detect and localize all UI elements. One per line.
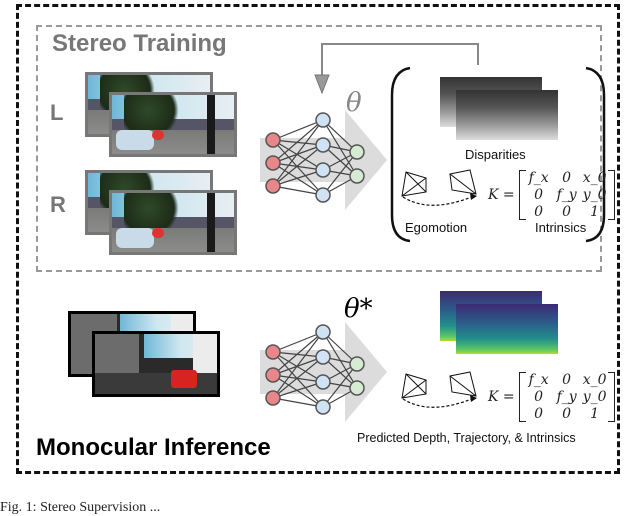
right-camera-label: R [50, 192, 66, 217]
egomotion-label: Egomotion [405, 220, 468, 235]
theta-star-label: θ* [344, 294, 373, 324]
right-image-front [109, 190, 237, 255]
training-network-icon [260, 110, 387, 210]
feedback-arrow-icon [314, 43, 479, 95]
matrix-cell: y_0 [582, 187, 607, 203]
figure-caption: Fig. 1: Stereo Supervision ... [0, 500, 161, 515]
trajectory-cameras-icon [401, 371, 477, 408]
depth-map-front [456, 304, 558, 354]
matrix-cell: 1 [590, 406, 600, 422]
matrix-cell: f_x [528, 170, 549, 186]
output-brackets-icon [390, 66, 606, 243]
matrix-cell: y_0 [582, 389, 607, 405]
matrix-cell: 0 [562, 170, 572, 186]
matrix-cell: 0 [534, 204, 544, 220]
left-camera-label: L [50, 100, 64, 125]
mono-image-front [92, 331, 220, 397]
disparities-label: Disparities [465, 147, 526, 162]
matrix-cell: 0 [534, 187, 544, 203]
disparity-map-front [456, 90, 558, 140]
matrix-cell: x_0 [582, 170, 607, 186]
predicted-output-label: Predicted Depth, Trajectory, & Intrinsic… [357, 431, 576, 445]
matrix-cell: f_y [556, 187, 577, 203]
inference-network-icon [260, 322, 387, 422]
matrix-cell: 0 [562, 406, 572, 422]
theta-label: θ [346, 88, 362, 118]
matrix-cell: 0 [534, 406, 544, 422]
stereo-training-title: Stereo Training [52, 30, 227, 57]
left-image-front [109, 92, 237, 157]
stereo-training-frame [36, 25, 602, 272]
matrix-cell: f_x [528, 372, 549, 388]
matrix-cell: 0 [534, 389, 544, 405]
matrix-cell: 1 [590, 204, 600, 220]
matrix-lhs: K = [488, 187, 515, 203]
matrix-cell: 0 [562, 204, 572, 220]
matrix-lhs: K = [488, 389, 515, 405]
matrix-cell: 0 [562, 372, 572, 388]
outer-dashed-frame [16, 4, 620, 474]
egomotion-cameras-icon [401, 169, 477, 206]
monocular-inference-title: Monocular Inference [36, 434, 271, 461]
matrix-cell: f_y [556, 389, 577, 405]
intrinsics-label: Intrinsics [535, 220, 587, 235]
matrix-cell: x_0 [582, 372, 607, 388]
